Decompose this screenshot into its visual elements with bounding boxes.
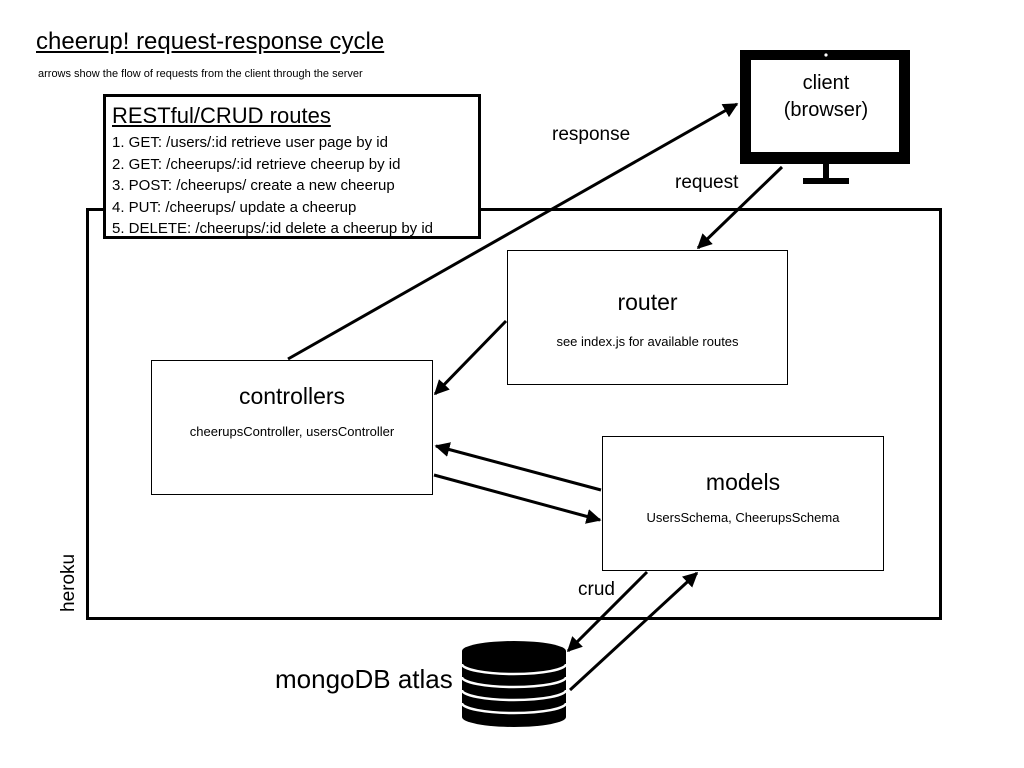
- routes-list: 1. GET: /users/:id retrieve user page by…: [112, 132, 478, 240]
- routes-heading: RESTful/CRUD routes: [112, 103, 331, 128]
- router-node: router see index.js for available routes: [507, 250, 788, 385]
- route-item: 2. GET: /cheerups/:id retrieve cheerup b…: [112, 155, 401, 173]
- heroku-container: [86, 208, 942, 620]
- diagram-title: cheerup! request-response cycle: [36, 28, 385, 55]
- route-item: 5. DELETE: /cheerups/:id delete a cheeru…: [112, 220, 434, 237]
- diagram-subtitle: arrows show the flow of requests from th…: [38, 68, 363, 80]
- controllers-to-models-arrow: [433, 473, 602, 524]
- models-node: models UsersSchema, CheerupsSchema: [602, 436, 884, 571]
- request-arrow: [696, 165, 784, 250]
- client-label-line1: client: [802, 72, 850, 94]
- response-arrow: [287, 102, 739, 361]
- controllers-title: controllers: [238, 383, 346, 409]
- route-item: 3. POST: /cheerups/ create a new cheerup: [112, 177, 395, 194]
- crud-to-models-arrow: [568, 571, 699, 692]
- router-to-controllers-arrow: [433, 319, 508, 396]
- router-description: see index.js for available routes: [556, 334, 739, 349]
- router-title: router: [617, 289, 678, 315]
- models-to-controllers-arrow: [434, 442, 602, 492]
- routes-panel: RESTful/CRUD routes 1. GET: /users/:id r…: [103, 94, 481, 239]
- route-item: 1. GET: /users/:id retrieve user page by…: [112, 134, 388, 151]
- crud-label: crud: [578, 579, 615, 600]
- client-label: client (browser): [745, 70, 907, 124]
- response-label: response: [552, 124, 631, 145]
- route-item: 4. PUT: /cheerups/ update a cheerup: [112, 198, 357, 216]
- models-title: models: [705, 469, 781, 495]
- request-label: request: [675, 172, 739, 193]
- models-description: UsersSchema, CheerupsSchema: [646, 510, 840, 525]
- flow-arrows: [287, 102, 784, 692]
- controllers-description: cheerupsController, usersController: [189, 424, 395, 439]
- client-label-line2: (browser): [783, 99, 869, 121]
- crud-to-database-arrow: [566, 570, 649, 653]
- monitor-icon: [740, 50, 910, 184]
- database-icon: [460, 641, 568, 727]
- controllers-node: controllers cheerupsController, usersCon…: [151, 360, 433, 495]
- database-label: mongoDB atlas: [275, 664, 453, 694]
